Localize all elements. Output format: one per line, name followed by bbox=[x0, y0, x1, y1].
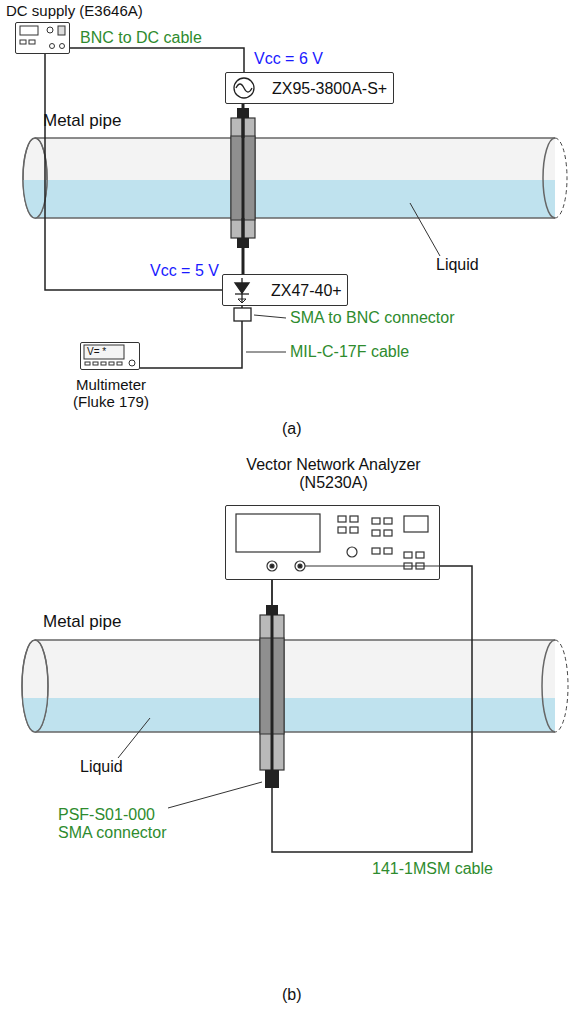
dc-cable bbox=[70, 48, 244, 72]
coax-cable bbox=[140, 306, 242, 368]
pipe-label: Metal pipe bbox=[43, 612, 121, 632]
sma-bnc-adapter bbox=[234, 308, 251, 321]
leader-line bbox=[410, 203, 440, 256]
sma-connector bbox=[237, 238, 249, 248]
leader-line bbox=[246, 352, 286, 353]
sma-connector bbox=[265, 770, 279, 788]
network-analyzer: Vector Network Analyzer (N5230A) bbox=[225, 505, 440, 580]
metal-pipe: Metal pipe bbox=[35, 138, 555, 218]
dc-cable bbox=[45, 54, 222, 290]
subfigure-label: (a) bbox=[282, 420, 302, 438]
part-number: ZX95-3800A-S+ bbox=[272, 80, 387, 98]
cable-label: 141-1MSM cable bbox=[372, 860, 493, 878]
cable-label: BNC to DC cable bbox=[80, 29, 202, 47]
subfigure-label: (b) bbox=[282, 986, 302, 1004]
liquid-label: Liquid bbox=[436, 256, 479, 274]
liquid-label: Liquid bbox=[80, 758, 123, 776]
voltage-label: Vcc = 6 V bbox=[254, 50, 323, 68]
voltage-label: Vcc = 5 V bbox=[150, 262, 219, 280]
leader-line bbox=[118, 718, 150, 758]
leader-line bbox=[168, 782, 262, 808]
display-reading: V= * bbox=[87, 346, 106, 358]
coax-cable bbox=[272, 566, 472, 852]
leader-line bbox=[254, 315, 286, 318]
metal-pipe: Metal pipe bbox=[35, 640, 555, 732]
cable-label: MIL-C-17F cable bbox=[290, 343, 409, 361]
instrument-name: Vector Network Analyzer (N5230A) bbox=[226, 456, 441, 493]
connector-label: SMA to BNC connector bbox=[290, 309, 455, 327]
part-number: ZX47-40+ bbox=[271, 282, 342, 300]
detector-module: ZX47-40+ bbox=[222, 274, 348, 306]
dc-supply-panel bbox=[20, 26, 65, 49]
metal-pipe bbox=[22, 640, 568, 732]
multimeter: V= *Multimeter (Fluke 179) bbox=[80, 342, 140, 370]
vna-panel bbox=[236, 514, 440, 571]
connector-label: PSF-S01-000 SMA connector bbox=[58, 806, 178, 843]
instrument-name: DC supply (E3646A) bbox=[6, 2, 143, 19]
multimeter-panel bbox=[84, 345, 135, 366]
diode-symbol bbox=[235, 278, 249, 303]
metal-pipe bbox=[23, 138, 567, 218]
instrument-name: Multimeter (Fluke 179) bbox=[59, 376, 163, 411]
oscillator-symbol bbox=[234, 78, 254, 98]
pipe-label: Metal pipe bbox=[43, 111, 121, 131]
sma-connector bbox=[266, 605, 278, 615]
oscillator-module: ZX95-3800A-S+ bbox=[225, 72, 394, 104]
dc-supply: DC supply (E3646A) bbox=[15, 22, 70, 54]
sma-connector bbox=[237, 108, 249, 118]
